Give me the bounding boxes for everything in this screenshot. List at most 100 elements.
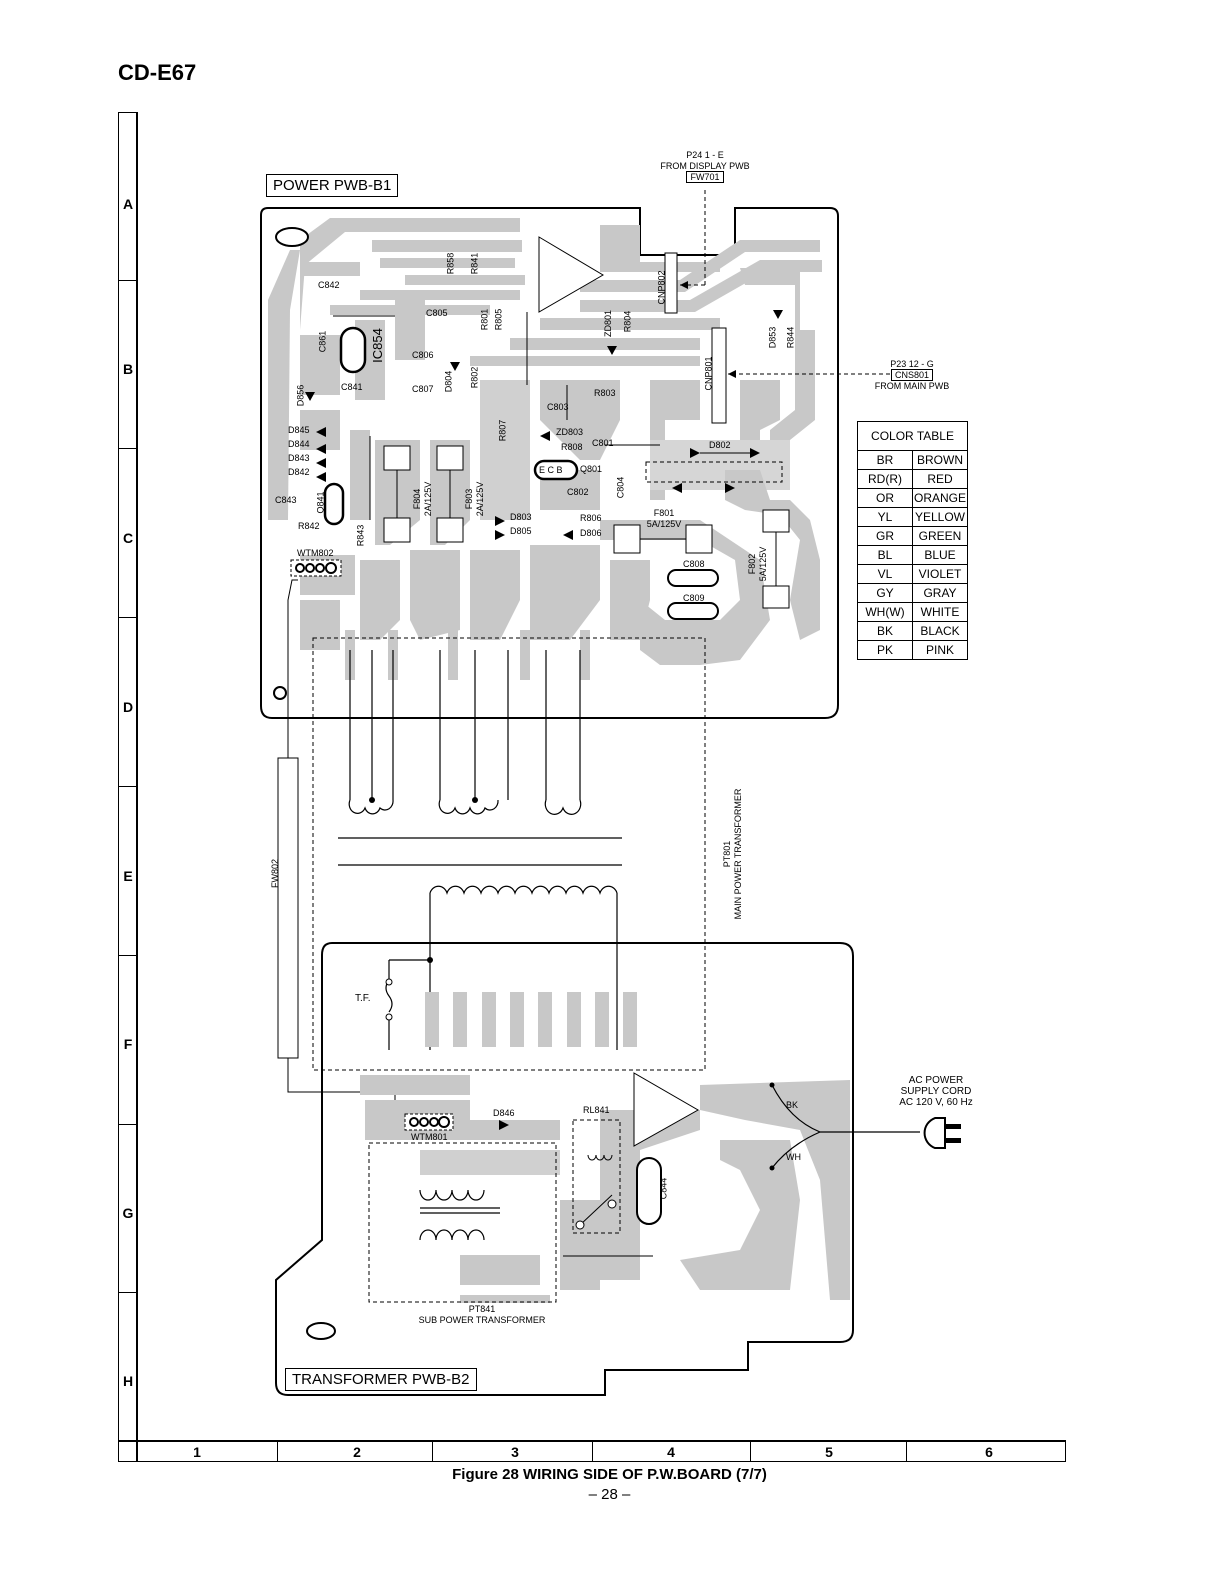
label-c804: C804	[615, 476, 626, 499]
display-connector-ref: P24 1 - E	[686, 150, 724, 160]
label-cnp802: CNP802	[656, 270, 667, 305]
sub-transformer-ref: PT841	[468, 1304, 496, 1314]
ac-power-line1: AC POWER	[908, 1075, 964, 1086]
col-label-4: 4	[667, 1444, 675, 1460]
label-c842: C842	[318, 280, 340, 290]
label-r843: R843	[355, 524, 366, 547]
label-c843: C843	[275, 495, 297, 505]
row-label-h: H	[122, 1373, 134, 1389]
label-c807: C807	[412, 384, 434, 394]
display-connector-note: P24 1 - E FROM DISPLAY PWB FW701	[650, 150, 760, 183]
ac-power-line3: AC 120 V, 60 Hz	[899, 1097, 973, 1108]
label-r842: R842	[298, 521, 320, 531]
f802-ref: F802	[747, 553, 757, 575]
label-d843: D843	[288, 453, 310, 463]
col-divider	[906, 1440, 907, 1462]
main-connector-note: P23 12 - G CNS801 FROM MAIN PWB	[862, 359, 962, 392]
color-name: PINK	[912, 640, 968, 660]
sub-transformer-name: SUB POWER TRANSFORMER	[418, 1315, 546, 1325]
main-transformer-name: MAIN POWER TRANSFORMER	[733, 788, 743, 920]
label-fw802: FW802	[270, 858, 281, 889]
label-ic854: IC854	[369, 328, 385, 363]
label-r844: R844	[785, 326, 796, 349]
f801-rating: 5A/125V	[646, 519, 682, 529]
label-r806: R806	[580, 513, 602, 523]
color-name: ORANGE	[912, 488, 968, 508]
row-label-a: A	[122, 196, 134, 212]
label-c806: C806	[412, 350, 434, 360]
label-c841: C841	[341, 382, 363, 392]
main-connector-name: CNS801	[890, 369, 934, 381]
label-c808: C808	[683, 559, 705, 569]
row-label-c: C	[122, 530, 134, 546]
col-divider	[432, 1440, 433, 1462]
color-code: GY	[857, 583, 913, 603]
transformer-board-label: TRANSFORMER PWB-B2	[285, 1368, 477, 1391]
label-r802: R802	[469, 366, 480, 389]
f803-ref: F803	[464, 488, 474, 510]
f804-rating: 2A/125V	[423, 481, 433, 517]
label-d853: D853	[767, 326, 778, 349]
label-d803: D803	[510, 512, 532, 522]
col-divider	[592, 1440, 593, 1462]
label-r801: R801	[479, 308, 490, 331]
color-code: VL	[857, 564, 913, 584]
color-code: RD(R)	[857, 469, 913, 489]
label-d844: D844	[288, 439, 310, 449]
color-code: WH(W)	[857, 602, 913, 622]
label-c803: C803	[547, 402, 569, 412]
row-divider	[118, 280, 138, 281]
sub-transformer-label: PT841 SUB POWER TRANSFORMER	[402, 1304, 562, 1326]
label-q801: Q801	[580, 464, 603, 474]
ac-lead-bk: BK	[786, 1100, 799, 1110]
label-c844: C844	[658, 1177, 669, 1200]
row-label-d: D	[122, 699, 134, 715]
label-q841: Q841	[315, 491, 326, 514]
color-code: PK	[857, 640, 913, 660]
f801-ref: F801	[653, 508, 675, 518]
color-name: GREEN	[912, 526, 968, 546]
transformer-board-outline	[275, 942, 854, 1396]
display-connector-name: FW701	[686, 171, 724, 183]
label-r858: R858	[445, 252, 456, 275]
main-transformer-outline	[312, 637, 706, 1071]
fw802-cable	[277, 757, 299, 1059]
row-divider	[118, 448, 138, 449]
power-board-label: POWER PWB-B1	[266, 174, 399, 197]
label-d842: D842	[288, 467, 310, 477]
main-connector-ref: P23 12 - G	[890, 359, 934, 369]
row-label-f: F	[123, 1036, 133, 1052]
f803-rating: 2A/125V	[475, 481, 485, 517]
f802-rating: 5A/125V	[758, 546, 768, 582]
label-tf: T.F.	[355, 993, 371, 1004]
label-r805: R805	[493, 308, 504, 331]
color-code: BL	[857, 545, 913, 565]
label-ecb: E C B	[539, 465, 563, 475]
col-divider	[750, 1440, 751, 1462]
color-code: YL	[857, 507, 913, 527]
color-name: BROWN	[912, 450, 968, 470]
color-name: YELLOW	[912, 507, 968, 527]
label-r807: R807	[497, 419, 508, 442]
col-label-2: 2	[353, 1444, 361, 1460]
label-r803: R803	[594, 388, 616, 398]
label-r804: R804	[622, 310, 633, 333]
label-d802: D802	[709, 440, 731, 450]
row-divider	[118, 955, 138, 956]
col-label-3: 3	[511, 1444, 519, 1460]
color-name: VIOLET	[912, 564, 968, 584]
label-rl841: RL841	[583, 1105, 610, 1115]
label-zd803: ZD803	[556, 427, 584, 437]
figure-caption: Figure 28 WIRING SIDE OF P.W.BOARD (7/7)	[452, 1466, 767, 1483]
power-board-outline	[260, 207, 839, 719]
rl841-outline	[572, 1119, 621, 1234]
col-label-5: 5	[825, 1444, 833, 1460]
row-divider	[118, 786, 138, 787]
row-divider	[118, 1124, 138, 1125]
label-c809: C809	[683, 593, 705, 603]
main-connector-from: FROM MAIN PWB	[874, 381, 950, 391]
